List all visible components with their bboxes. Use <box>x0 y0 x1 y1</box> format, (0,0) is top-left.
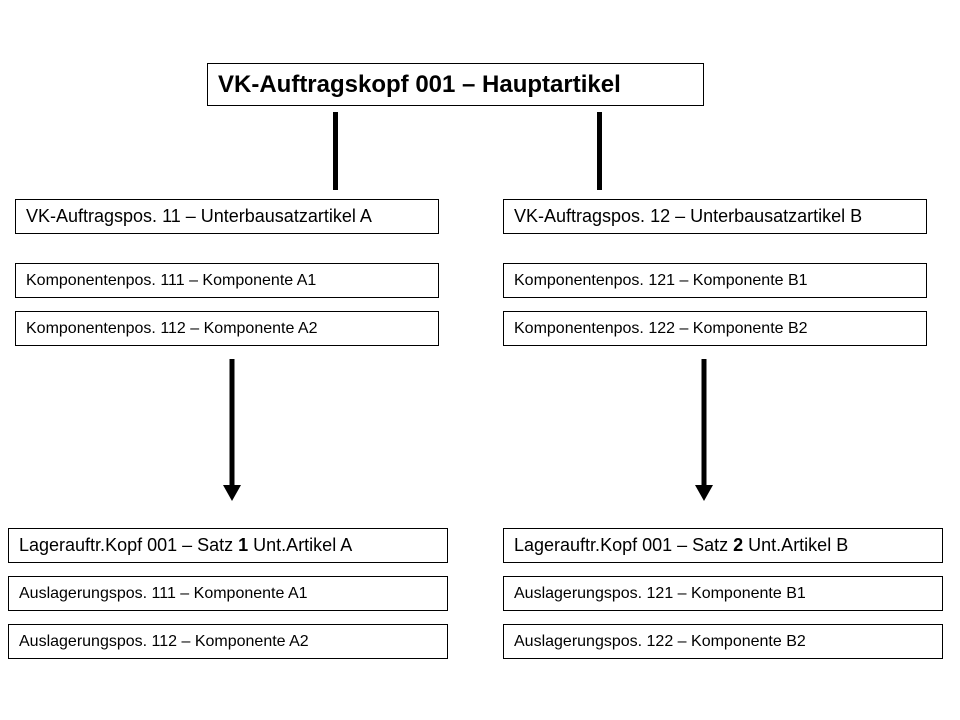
warehouse-head-suffix: Unt.Artikel A <box>248 535 353 555</box>
warehouse-head-right: Lagerauftr.Kopf 001 – Satz 2 Unt.Artikel… <box>503 528 943 563</box>
arrow-down-right <box>695 359 713 501</box>
picking-position-label: Auslagerungspos. 122 – Komponente B2 <box>514 632 806 650</box>
warehouse-head-suffix: Unt.Artikel B <box>743 535 849 555</box>
picking-position-right-1: Auslagerungspos. 121 – Komponente B1 <box>503 576 943 611</box>
header-box: VK-Auftragskopf 001 – Hauptartikel <box>207 63 704 106</box>
warehouse-head-left: Lagerauftr.Kopf 001 – Satz 1 Unt.Artikel… <box>8 528 448 563</box>
warehouse-head-prefix: Lagerauftr.Kopf 001 – Satz <box>514 535 734 555</box>
component-position-left-1: Komponentenpos. 111 – Komponente A1 <box>15 263 439 298</box>
arrow-down-left <box>223 359 241 501</box>
component-position-right-2: Komponentenpos. 122 – Komponente B2 <box>503 311 927 346</box>
component-position-label: Komponentenpos. 111 – Komponente A1 <box>26 271 317 289</box>
warehouse-head-prefix: Lagerauftr.Kopf 001 – Satz <box>19 535 239 555</box>
order-position-right-label: VK-Auftragspos. 12 – Unterbausatzartikel… <box>514 206 863 226</box>
connector-right <box>597 112 602 190</box>
component-position-right-1: Komponentenpos. 121 – Komponente B1 <box>503 263 927 298</box>
picking-position-left-2: Auslagerungspos. 112 – Komponente A2 <box>8 624 448 659</box>
component-position-label: Komponentenpos. 122 – Komponente B2 <box>514 319 808 337</box>
order-position-right: VK-Auftragspos. 12 – Unterbausatzartikel… <box>503 199 927 234</box>
picking-position-right-2: Auslagerungspos. 122 – Komponente B2 <box>503 624 943 659</box>
order-position-left: VK-Auftragspos. 11 – Unterbausatzartikel… <box>15 199 439 234</box>
picking-position-label: Auslagerungspos. 112 – Komponente A2 <box>19 632 309 650</box>
picking-position-label: Auslagerungspos. 111 – Komponente A1 <box>19 584 308 602</box>
warehouse-set-number: 2 <box>733 535 744 555</box>
component-position-left-2: Komponentenpos. 112 – Komponente A2 <box>15 311 439 346</box>
order-position-left-label: VK-Auftragspos. 11 – Unterbausatzartikel… <box>26 206 372 226</box>
picking-position-label: Auslagerungspos. 121 – Komponente B1 <box>514 584 806 602</box>
picking-position-left-1: Auslagerungspos. 111 – Komponente A1 <box>8 576 448 611</box>
warehouse-set-number: 1 <box>238 535 249 555</box>
connector-left <box>333 112 338 190</box>
component-position-label: Komponentenpos. 121 – Komponente B1 <box>514 271 808 289</box>
component-position-label: Komponentenpos. 112 – Komponente A2 <box>26 319 318 337</box>
header-title: VK-Auftragskopf 001 – Hauptartikel <box>218 70 621 98</box>
